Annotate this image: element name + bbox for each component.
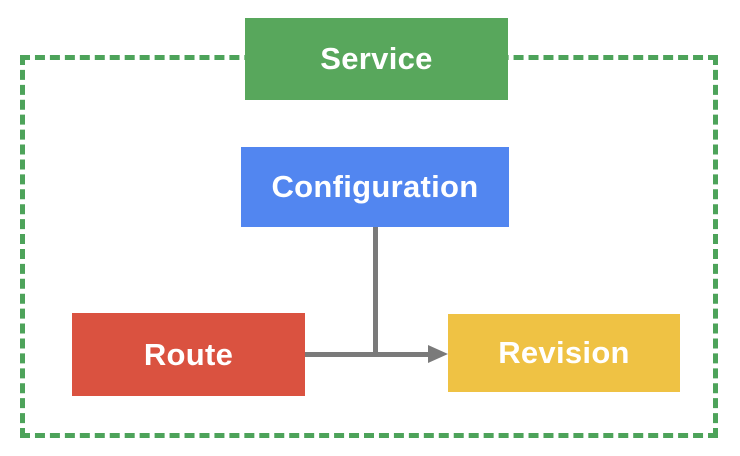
node-configuration[interactable]: Configuration [241,147,509,227]
arrow-head-icon [428,345,448,363]
node-route-label: Route [143,336,234,372]
node-configuration-label: Configuration [271,169,479,204]
node-service[interactable]: Service [245,18,508,100]
node-route[interactable]: Route [72,313,305,396]
node-revision-label: Revision [498,335,630,370]
edge-route-to-revision [305,352,430,357]
node-service-label: Service [320,41,433,76]
edge-configuration-to-revision [373,227,378,355]
node-revision[interactable]: Revision [448,314,680,392]
